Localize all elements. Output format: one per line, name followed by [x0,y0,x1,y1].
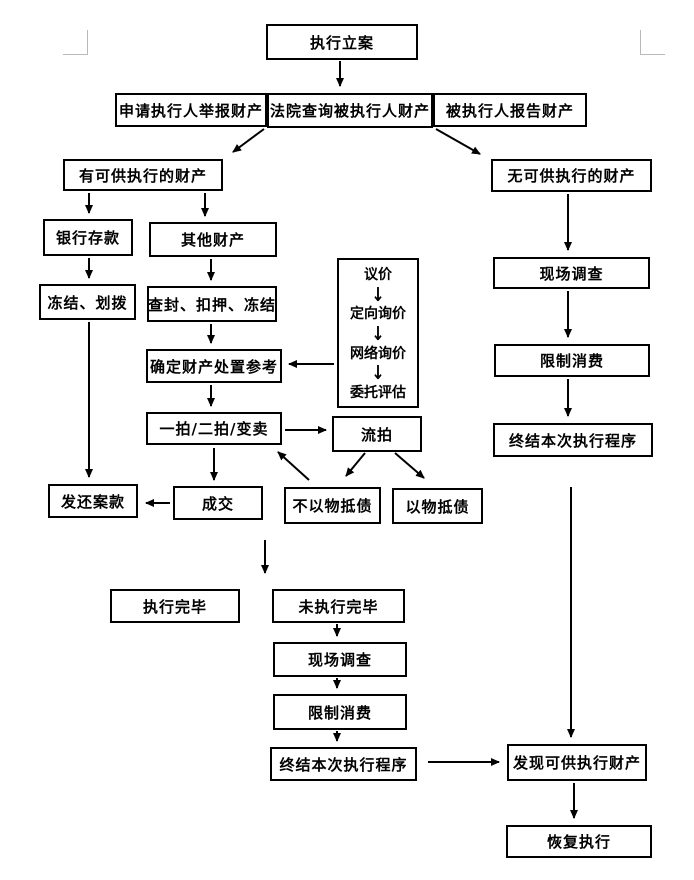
node-disposal-reference: 确定财产处置参考 [146,349,282,383]
node-not-offset-debt: 不以物抵债 [284,487,381,524]
down-arrow-icon: ↓ [371,282,385,306]
node-limit-consumption-bottom: 限制消费 [273,694,407,730]
node-auction-failed: 流拍 [332,416,422,452]
node-offset-debt: 以物抵债 [392,488,483,524]
node-court-query-property: 法院查询被执行人财产 [267,93,433,128]
node-resume-execution: 恢复执行 [506,825,652,858]
pricing-step-entrusted-appraisal: 委托评估 [350,384,406,401]
arrow-debtorreport-to-no-property [435,128,481,155]
page-corner-mark-top-left [63,30,88,55]
pricing-step-negotiated-price: 议价 [364,267,392,283]
node-property-available: 有可供执行的财产 [63,159,223,191]
down-arrow-icon: ↓ [371,361,385,385]
node-auction-sale: 一拍/二拍/变卖 [146,412,282,445]
node-terminate-procedure-right: 终结本次执行程序 [493,423,653,457]
node-site-investigation-right: 现场调查 [493,257,650,289]
arrow-failed-to-notoffset [345,452,366,477]
down-arrow-icon: ↓ [371,321,385,345]
node-debtor-report-property: 被执行人报告财产 [433,93,587,127]
node-execution-not-completed: 未执行完毕 [272,589,405,623]
node-site-investigation-bottom: 现场调查 [273,642,407,677]
node-return-case-funds: 发还案款 [48,484,138,518]
pricing-step-online-inquiry: 网络询价 [350,345,406,362]
node-execution-completed: 执行完毕 [110,589,240,623]
node-seal-detain-freeze: 查封、扣押、冻结 [147,286,277,322]
node-terminate-procedure-bottom: 终结本次执行程序 [270,747,417,781]
pricing-step-directed-inquiry: 定向询价 [350,306,406,323]
node-pricing-procedure: 议价 ↓ 定向询价 ↓ 网络询价 ↓ 委托评估 [337,258,419,408]
node-property-found: 发现可供执行财产 [507,744,647,781]
node-bank-deposit: 银行存款 [43,219,133,256]
node-freeze-transfer: 冻结、划拨 [39,284,136,320]
node-limit-consumption-right: 限制消费 [494,344,650,377]
node-other-property: 其他财产 [149,222,277,257]
arrow-courtquery-to-has-property [232,128,265,153]
arrow-failed-to-offset [394,452,425,479]
node-execution-filing: 执行立案 [266,24,418,60]
node-no-property-available: 无可供执行的财产 [491,159,652,192]
page-corner-mark-top-right [640,30,665,55]
node-applicant-report-property: 申请执行人举报财产 [115,93,267,127]
arrow-notoffset-to-auction [277,451,310,481]
node-deal-closed: 成交 [173,486,263,520]
